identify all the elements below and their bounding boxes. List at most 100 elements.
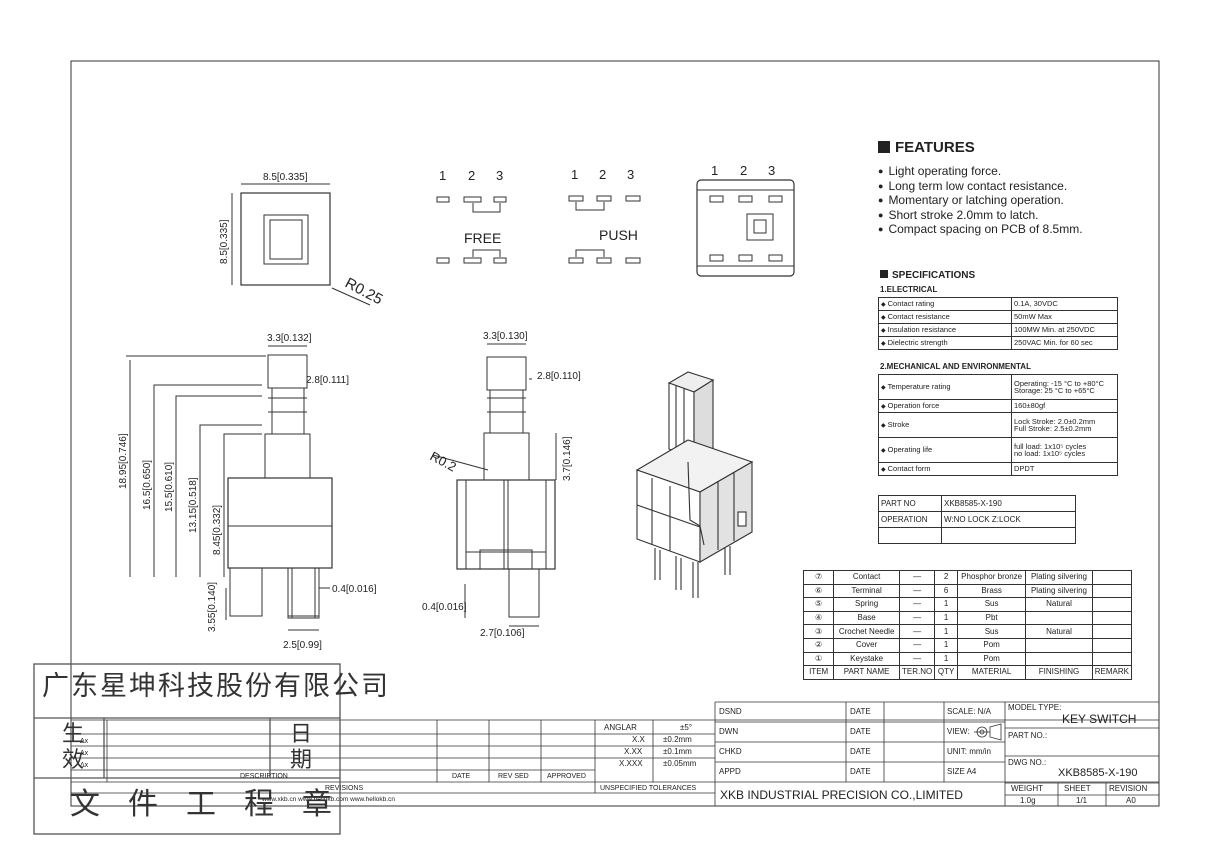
bom-cell: — (898, 651, 936, 667)
sheet-value: 1/1 (1076, 796, 1088, 805)
spec-value-line: full load: 1x10⁵ cycles (1014, 441, 1087, 451)
bom-cell: 1 (934, 624, 959, 639)
spec-label: Operating life (878, 437, 1012, 463)
bom-cell: 1 (934, 637, 959, 653)
stamp-document-seal: 文件工程章 (70, 787, 360, 822)
top-view-radius: R0.25 (342, 275, 385, 309)
features-list: Light operating force. Long term low con… (878, 164, 1083, 237)
xxx-value: ±0.1mm (663, 747, 692, 756)
bom-cell (1091, 610, 1133, 626)
feature-item: Momentary or latching operation. (878, 193, 1083, 208)
rev-sed-label: REV SED (498, 773, 529, 780)
top-view-width-dim: 8.5[0.335] (263, 172, 308, 183)
front-top-width-dim: 3.3[0.130] (483, 331, 528, 342)
spec-value: 100MW Min. at 250VDC (1011, 323, 1118, 337)
bom-cell (1091, 651, 1133, 667)
xxxx-label: X.XXX (619, 759, 643, 768)
bom-cell: — (898, 583, 936, 599)
free-label: FREE (464, 230, 501, 246)
drawing-border (70, 60, 1160, 807)
spec-value: 160±80gf (1011, 399, 1118, 413)
spec-value-line: Storage: 25 °C to +65°C (1014, 386, 1095, 395)
model-type-label: MODEL TYPE: (1008, 703, 1062, 712)
revision-mark: Δx (80, 762, 89, 769)
side-total-height-dim: 18.95[0.746] (118, 433, 129, 489)
bom-cell (1091, 570, 1133, 585)
approval-stamp (33, 663, 341, 835)
xxx-label: X.XX (624, 747, 643, 756)
side-dim-845: 8.45[0.332] (212, 505, 223, 555)
spec-value: 250VAC Min. for 60 sec (1011, 336, 1118, 350)
stamp-effective: 生效 (62, 722, 85, 773)
part-no-label: PART NO.: (1008, 731, 1048, 740)
spec-value-line: Operating: -15 °C to +80°C (1014, 378, 1105, 388)
bom-cell: 1 (934, 597, 959, 612)
bom-cell: Pbt (957, 610, 1027, 626)
spec-value: 0.1A, 30VDC (1011, 297, 1118, 311)
weight-value: 1.0g (1020, 796, 1036, 805)
bom-cell: ⑤ (802, 597, 835, 612)
side-pin-pitch-dim: 2.5[0.99] (283, 640, 322, 651)
bom-header-cell: TER.NO (898, 665, 936, 680)
feature-item: Short stroke 2.0mm to latch. (878, 208, 1083, 223)
bom-cell: Plating silvering (1025, 583, 1093, 599)
spec-value-line: Lock Stroke: 2.0±0.2mm (1014, 416, 1096, 426)
push-diagram: 1 2 3 PUSH (568, 167, 641, 264)
unspecified-tolerances-label: UNSPECIFIED TOLERANCES (600, 785, 697, 792)
bom-cell (1091, 597, 1133, 612)
xx-label: X.X (632, 735, 645, 744)
date-label: DATE (850, 747, 871, 756)
side-top-width-dim: 3.3[0.132] (267, 333, 312, 344)
bom-cell: Natural (1025, 624, 1093, 639)
chkd-label: CHKD (719, 747, 742, 756)
bom-cell: 6 (934, 583, 959, 599)
bom-cell: Sus (957, 624, 1027, 639)
bom-header-cell: REMARK (1091, 665, 1133, 680)
date-label: DATE (850, 767, 871, 776)
bom-header-cell: ITEM (802, 665, 835, 680)
spec-label: Operation force (878, 399, 1012, 413)
bom-header-cell: FINISHING (1025, 665, 1093, 680)
angular-label: ANGLAR (604, 723, 637, 732)
projection-view-icon (974, 723, 1002, 741)
bom-cell: Plating silvering (1025, 570, 1093, 585)
stamp-company-name: 广东星坤科技股份有限公司 (42, 671, 390, 702)
bom-cell: Phosphor bronze (957, 570, 1027, 585)
side-plunger-width-dim: 2.8[0.111] (306, 375, 349, 386)
company-name: XKB INDUSTRIAL PRECISION CO.,LIMITED (720, 788, 963, 802)
bom-cell: ② (802, 637, 835, 653)
bom-cell: ⑦ (802, 570, 835, 585)
bom-cell: Sus (957, 597, 1027, 612)
bom-cell: — (898, 597, 936, 612)
front-view: 3.3[0.130] 2.8[0.110] 3.7[0.146] R0.2 0.… (422, 331, 581, 639)
part-label: PART NO (878, 495, 942, 512)
view-label: VIEW: (947, 727, 970, 736)
bom-cell (1025, 637, 1093, 653)
bom-cell: Terminal (833, 583, 900, 599)
angular-value: ±5° (680, 723, 693, 732)
spec-square-icon (880, 270, 888, 278)
weight-label: WEIGHT (1011, 784, 1043, 793)
front-dim-04: 0.4[0.016] (422, 602, 467, 613)
spec-label: Stroke (878, 412, 1012, 438)
date-label: DATE (850, 707, 871, 716)
specifications-heading: SPECIFICATIONS (880, 270, 975, 281)
bom-cell: — (898, 624, 936, 639)
mechanical-heading: 2.MECHANICAL AND ENVIRONMENTAL (880, 362, 1031, 371)
front-radius: R0.2 (428, 448, 459, 474)
bom-cell: ④ (802, 610, 835, 626)
push-pin-1: 1 (571, 167, 578, 182)
website-urls: www.xkb.cn www.hellokb.com www.hellokb.c… (262, 796, 395, 803)
bom-cell: — (898, 570, 936, 585)
bom-cell: Cover (833, 637, 900, 653)
bom-cell (1091, 637, 1133, 653)
bom-cell: Pom (957, 651, 1027, 667)
